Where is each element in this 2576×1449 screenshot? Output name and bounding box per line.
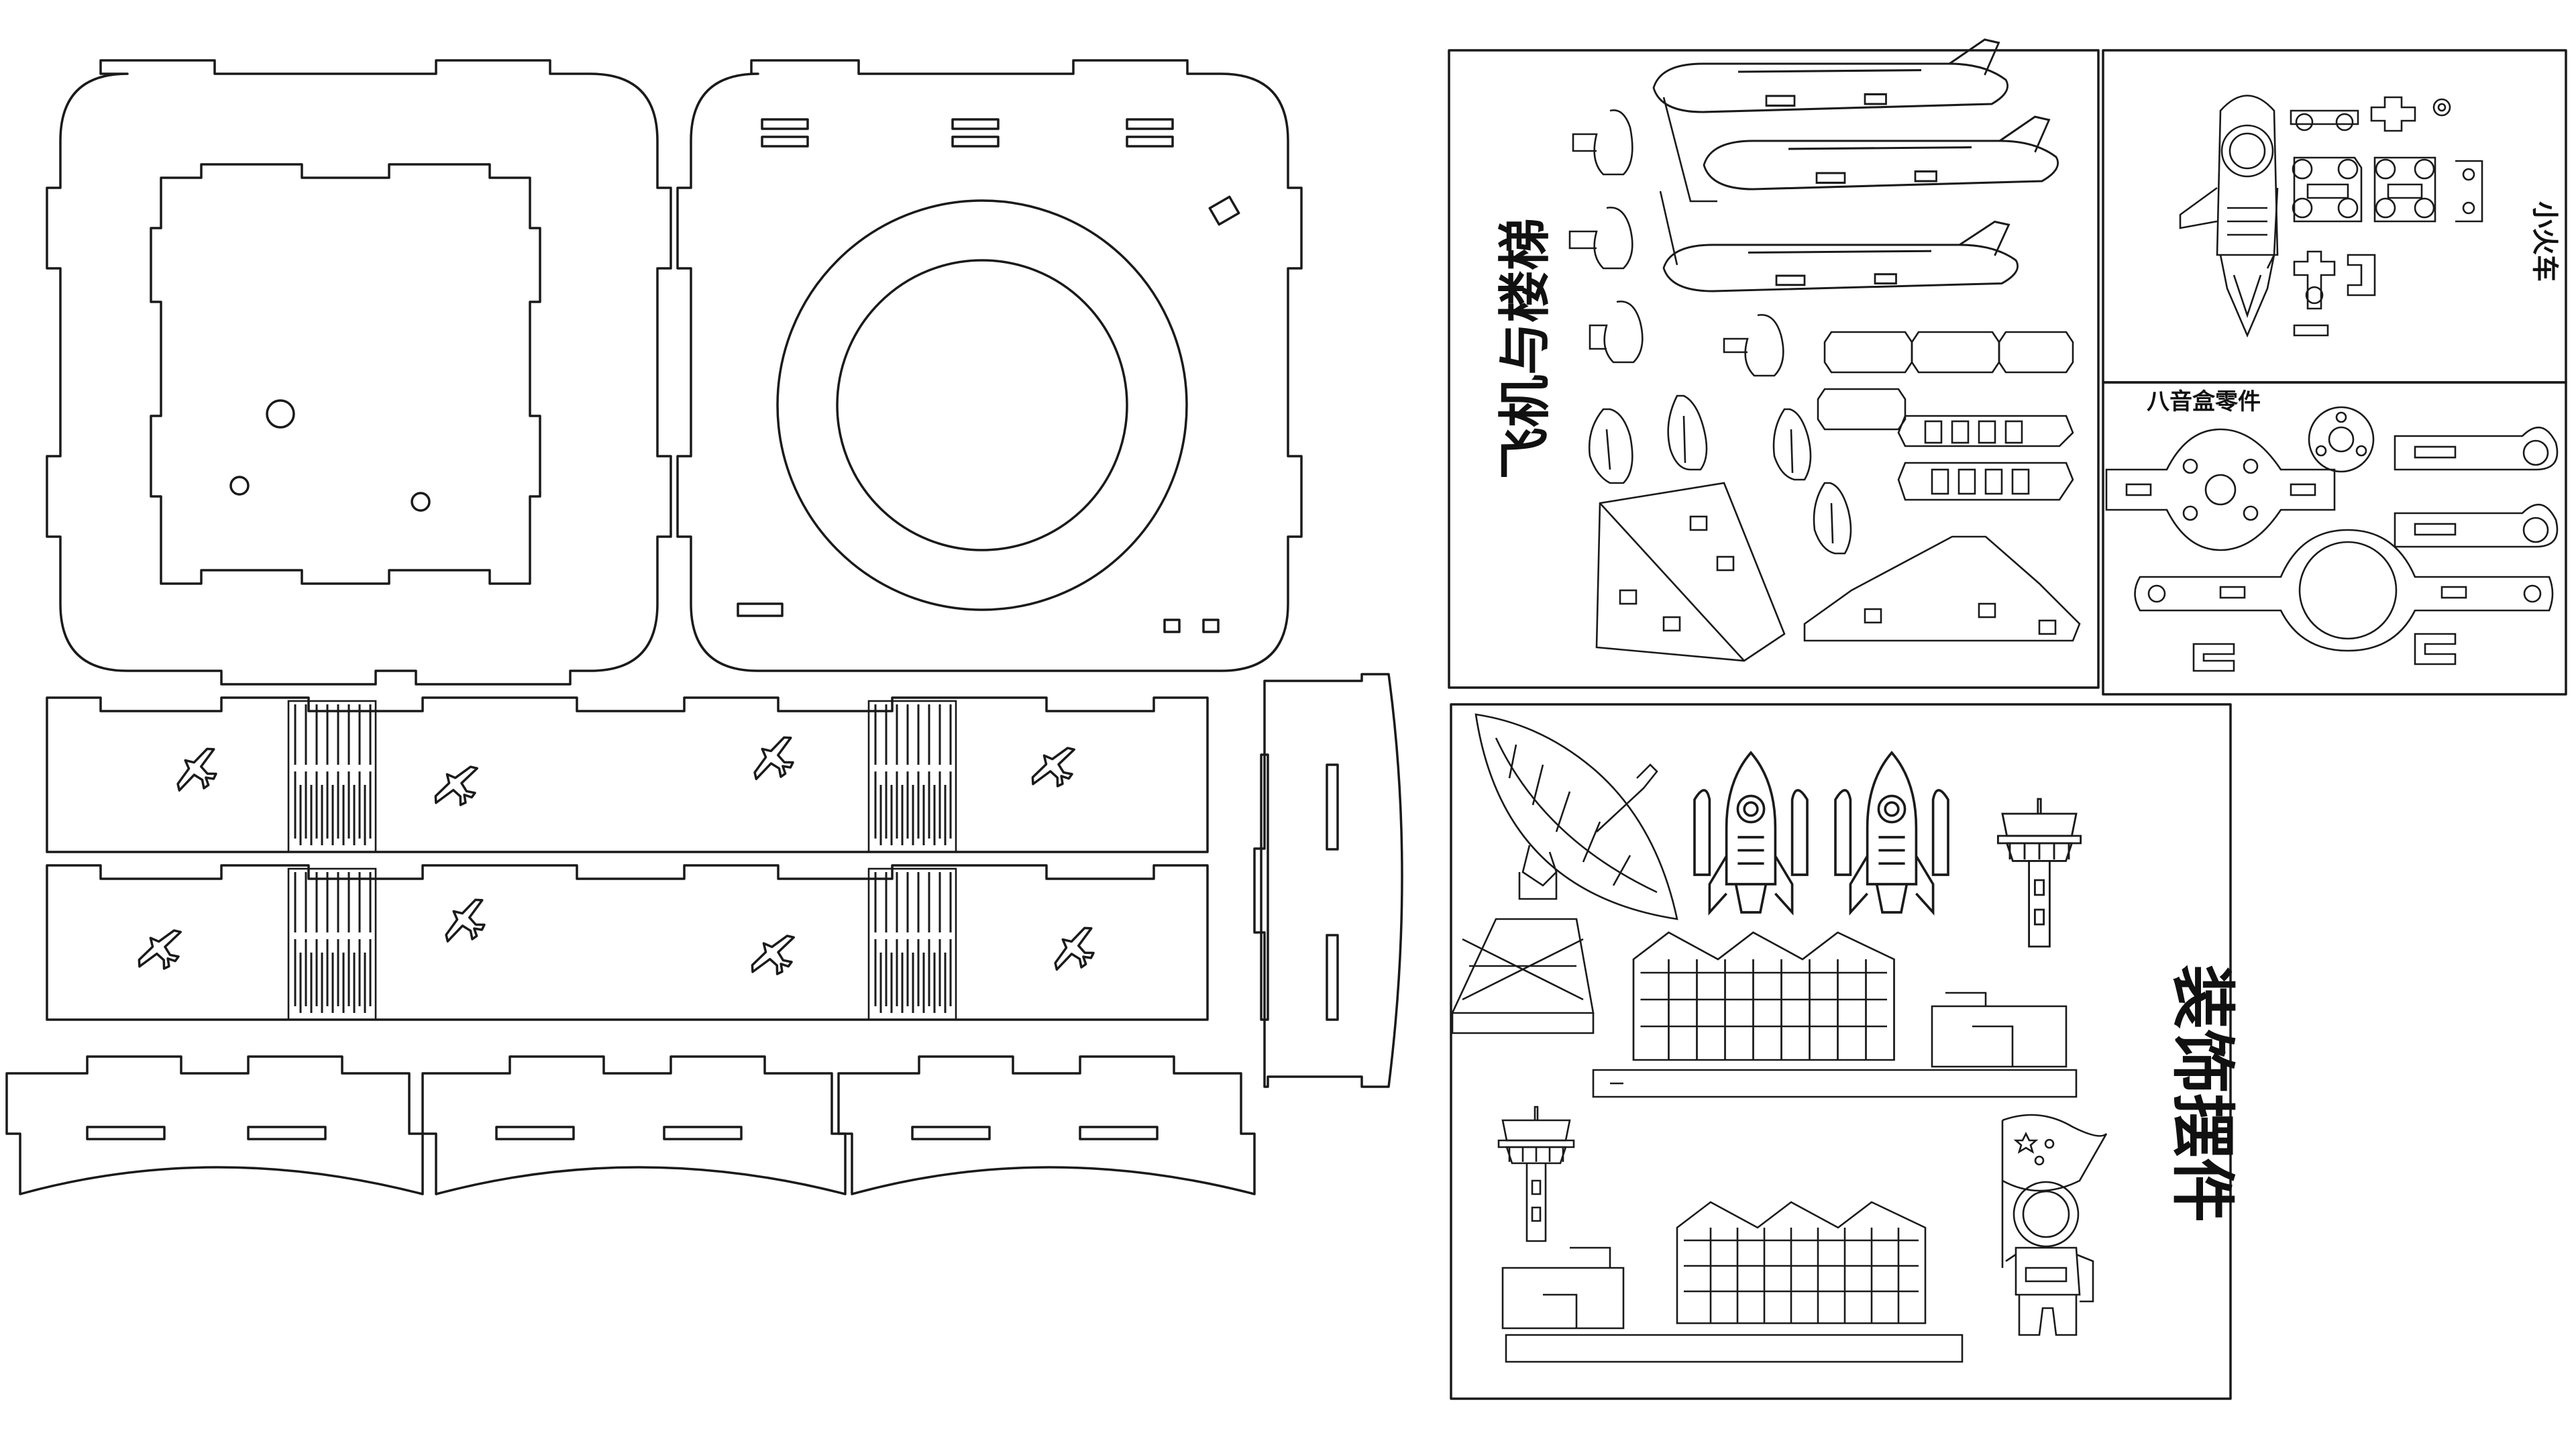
base-platform xyxy=(1592,1069,2078,1098)
jet-icon xyxy=(166,739,229,804)
terminal-building-icon xyxy=(1676,1201,1927,1324)
jet-icon xyxy=(425,755,490,818)
astronaut-with-flag-icon xyxy=(2001,1114,2108,1336)
jet-icon xyxy=(1044,918,1107,983)
label-music-box-parts: 八音盒零件 xyxy=(2147,388,2261,415)
side-wall-upper xyxy=(46,696,1209,853)
label-decor-pieces: 装饰摆件 xyxy=(2165,965,2240,1222)
rocket-icon xyxy=(1834,751,1949,914)
control-tower-icon xyxy=(1996,798,2082,948)
hooks xyxy=(2192,633,2457,672)
base-strip-1 xyxy=(5,1055,424,1195)
rocket-icon xyxy=(2179,95,2279,338)
panel-aircraft-stairs: 飞机与楼梯 xyxy=(1448,38,2100,689)
panel-decor-pieces: 装饰摆件 xyxy=(1450,703,2240,1400)
satellite-dish-icon xyxy=(1450,713,1678,1034)
jet-icon xyxy=(129,919,194,982)
label-small-train: 小火车 xyxy=(2529,201,2560,282)
airplane-icon xyxy=(1703,115,2059,191)
ring-plate xyxy=(2134,529,2554,652)
base-strip-3 xyxy=(837,1055,1256,1195)
airplanes xyxy=(1652,38,2059,292)
base-strip-2 xyxy=(421,1055,847,1195)
small-building xyxy=(1931,991,2068,1068)
jet-icon xyxy=(1022,737,1087,800)
box-front-plate xyxy=(676,59,1303,672)
label-aircraft-stairs: 飞机与楼梯 xyxy=(1495,218,1556,480)
small-gear xyxy=(2308,406,2375,473)
base-platform xyxy=(1505,1334,1964,1363)
living-hinge-1 xyxy=(294,704,952,845)
jet-icon xyxy=(435,890,498,955)
box-top-plate xyxy=(46,59,672,686)
small-building xyxy=(1501,1246,1625,1330)
boarding-stairs xyxy=(1595,482,2081,662)
train-parts xyxy=(2290,96,2483,337)
jet-icon xyxy=(742,924,807,987)
airplane-icon xyxy=(1662,221,2019,292)
control-tower-icon xyxy=(1497,1106,1575,1242)
jet-icon xyxy=(743,727,806,792)
terminal-building-icon xyxy=(1632,931,1895,1061)
crank-arm xyxy=(2394,426,2559,548)
wing-clips xyxy=(1568,109,1852,555)
gear-plate xyxy=(2105,428,2336,551)
side-wall-lower xyxy=(46,864,1209,1021)
curved-end-piece xyxy=(1253,673,1403,1088)
window-strips xyxy=(1817,331,2074,501)
panel-music-box-parts: 八音盒零件 xyxy=(2102,381,2567,696)
panel-small-train: 小火车 xyxy=(2102,49,2567,384)
rocket-icon xyxy=(1693,751,1809,914)
